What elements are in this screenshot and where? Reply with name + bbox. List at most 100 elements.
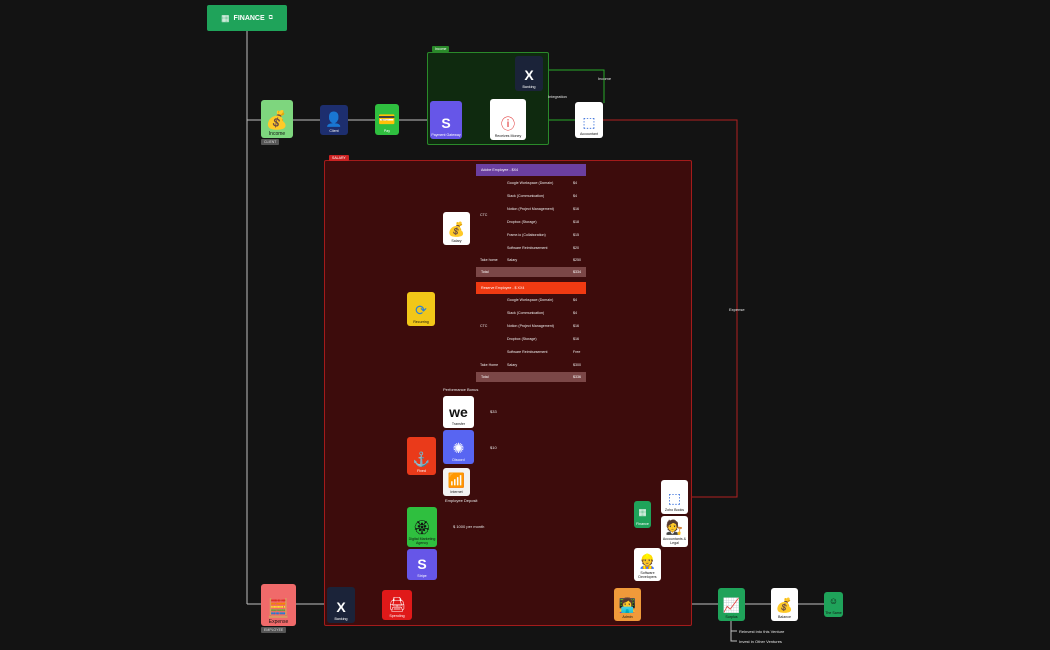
table2-item-amount: Free xyxy=(573,350,581,354)
discord-icon: ✺ xyxy=(452,440,465,456)
stripe-icon: S xyxy=(441,115,451,131)
payment-gateway-node[interactable]: S Payment Gateway xyxy=(430,101,462,139)
table2-ctc: CTC xyxy=(480,324,488,328)
receives-money-node[interactable]: ⓘ Receives Money xyxy=(490,99,526,140)
table1-total-label: Total xyxy=(481,270,489,274)
pay-node[interactable]: 💳 Pay xyxy=(375,104,399,135)
stripe-icon: S xyxy=(417,556,427,572)
table1-ctc: CTC xyxy=(480,213,488,217)
accountant-node[interactable]: ⬚ Accountant xyxy=(575,102,603,138)
internet-node[interactable]: 📶 Internet xyxy=(443,468,470,496)
table1-total: Total $334 xyxy=(476,267,586,277)
table1-item-amount: $18 xyxy=(573,220,579,224)
spending-node[interactable]: 🖨 Spending xyxy=(382,590,412,620)
client-label: Client xyxy=(329,129,339,133)
recurring-label: Recurring xyxy=(413,320,429,324)
router-icon: 📶 xyxy=(447,472,466,488)
table2-total-label: Total xyxy=(481,375,489,379)
accountant-label: Accountant xyxy=(580,132,598,136)
client-icon: 👤 xyxy=(325,111,343,127)
expense-group xyxy=(324,160,692,626)
growth-icon: 📈 xyxy=(722,597,741,613)
money-bag-icon: 💰 xyxy=(265,110,289,130)
accountants-label: Accountants & Legal xyxy=(662,537,687,545)
performance-bonus-label: Performance Bonus xyxy=(443,387,479,392)
developer-icon: 👷 xyxy=(638,553,657,569)
spending-label: Spending xyxy=(389,614,405,618)
table1-item-amount: $4 xyxy=(573,194,577,198)
admin-label: Admin xyxy=(622,615,633,619)
table1-item-amount: $16 xyxy=(573,207,579,211)
finance-label: Finance xyxy=(636,522,649,526)
internet-label: Internet xyxy=(450,490,463,494)
invest-other-label: Invest in Other Ventures xyxy=(739,639,782,644)
table2-salary-name: Salary xyxy=(507,363,518,367)
digital-marketing-node[interactable]: 🏵 Digital Marketing Agency xyxy=(407,507,437,547)
transfer-node[interactable]: we Transfer xyxy=(443,396,474,428)
the-same-label: The Same xyxy=(825,611,842,615)
smile-icon: ☺ xyxy=(828,596,839,606)
discord-label: Discord xyxy=(452,458,465,462)
money-bag-icon: 💰 xyxy=(447,221,466,237)
calculator-icon: ▦ xyxy=(638,507,647,517)
banking-node-income[interactable]: X Banking xyxy=(515,56,543,91)
zoho-books-label: Zoho Books xyxy=(664,508,685,512)
table1-item-name: Software Reimbursement xyxy=(507,246,548,250)
expense-line-label: Expense xyxy=(729,307,745,312)
recurring-node[interactable]: ⟳ Recurring xyxy=(407,292,435,326)
table1-item-name: Notion (Project Management) xyxy=(507,207,554,211)
stripe-node[interactable]: S Stripe xyxy=(407,549,437,580)
table1-header: Adobe Employee - $X4 xyxy=(476,164,586,176)
admin-icon: 👩‍💻 xyxy=(618,597,637,613)
recurring-icon: ⟳ xyxy=(415,302,427,318)
admin-node[interactable]: 👩‍💻 Admin xyxy=(614,588,641,621)
balance-node[interactable]: 💰 Balance xyxy=(771,588,798,621)
accountants-node[interactable]: 🧑‍⚖️ Accountants & Legal xyxy=(661,516,688,547)
table2-item-amount: $16 xyxy=(573,324,579,328)
income-label: Income xyxy=(268,131,286,137)
integration-label: Integration xyxy=(548,94,567,99)
fixed-node[interactable]: ⚓ Fixed xyxy=(407,437,436,475)
zoho-books-node[interactable]: ⬚ Zoho Books xyxy=(661,480,688,514)
salary-node[interactable]: 💰 Salary xyxy=(443,212,470,245)
lawyer-icon: 🧑‍⚖️ xyxy=(665,519,684,535)
discord-node[interactable]: ✺ Discord xyxy=(443,430,474,464)
card-icon: 💳 xyxy=(378,111,396,127)
table1-item-amount: $20 xyxy=(573,246,579,250)
digital-marketing-amount: $ 1000 per month xyxy=(453,524,485,529)
payment-gateway-label: Payment Gateway xyxy=(431,133,461,137)
table1-salary-amt: $250 xyxy=(573,258,581,262)
client-node[interactable]: 👤 Client xyxy=(320,105,348,135)
calculator-icon: ▦ xyxy=(221,12,230,23)
receives-money-label: Receives Money xyxy=(494,134,522,138)
developers-node[interactable]: 👷 Software Developers xyxy=(634,548,661,581)
expense-label: Expense xyxy=(268,619,289,625)
table2-item-amount: $4 xyxy=(573,298,577,302)
banking-expense-label: Banking xyxy=(334,617,348,621)
table1-total-amt: $334 xyxy=(573,270,581,274)
client-tag: CLIENT xyxy=(261,139,280,145)
link-icon: ⧉ xyxy=(268,14,273,21)
employee-tag: EMPLOYEE xyxy=(261,627,287,633)
banking-node-expense[interactable]: X Banking xyxy=(327,587,355,623)
the-same-node[interactable]: ☺ The Same xyxy=(824,592,843,617)
table1-item-name: Google Workspace (Domain) xyxy=(507,181,554,185)
table2-item-amount: $16 xyxy=(573,337,579,341)
stripe-label: Stripe xyxy=(417,574,427,578)
income-node[interactable]: 💰 Income xyxy=(261,100,293,138)
income-group-tag: Income xyxy=(432,46,450,52)
pay-label: Pay xyxy=(383,129,391,133)
expense-node[interactable]: 🧮 Expense xyxy=(261,584,296,626)
surplus-node[interactable]: 📈 Surplus xyxy=(718,588,745,621)
table2-item-amount: $4 xyxy=(573,311,577,315)
finance-root[interactable]: ▦ FINANCE ⧉ xyxy=(207,5,287,31)
bank-logo-icon: ⓘ xyxy=(501,116,515,132)
finance-node[interactable]: ▦ Finance xyxy=(634,501,651,528)
surplus-label: Surplus xyxy=(725,615,738,619)
table2-header: Reserve Employee - $ XX4 xyxy=(476,282,586,294)
banking-label: Banking xyxy=(522,85,536,89)
table1-takehome: Take home xyxy=(480,258,498,262)
table2-salary-amt: $300 xyxy=(573,363,581,367)
table2-item-name: Dropbox (Storage) xyxy=(507,337,537,341)
expense-group-tag: SALARY xyxy=(329,155,349,161)
